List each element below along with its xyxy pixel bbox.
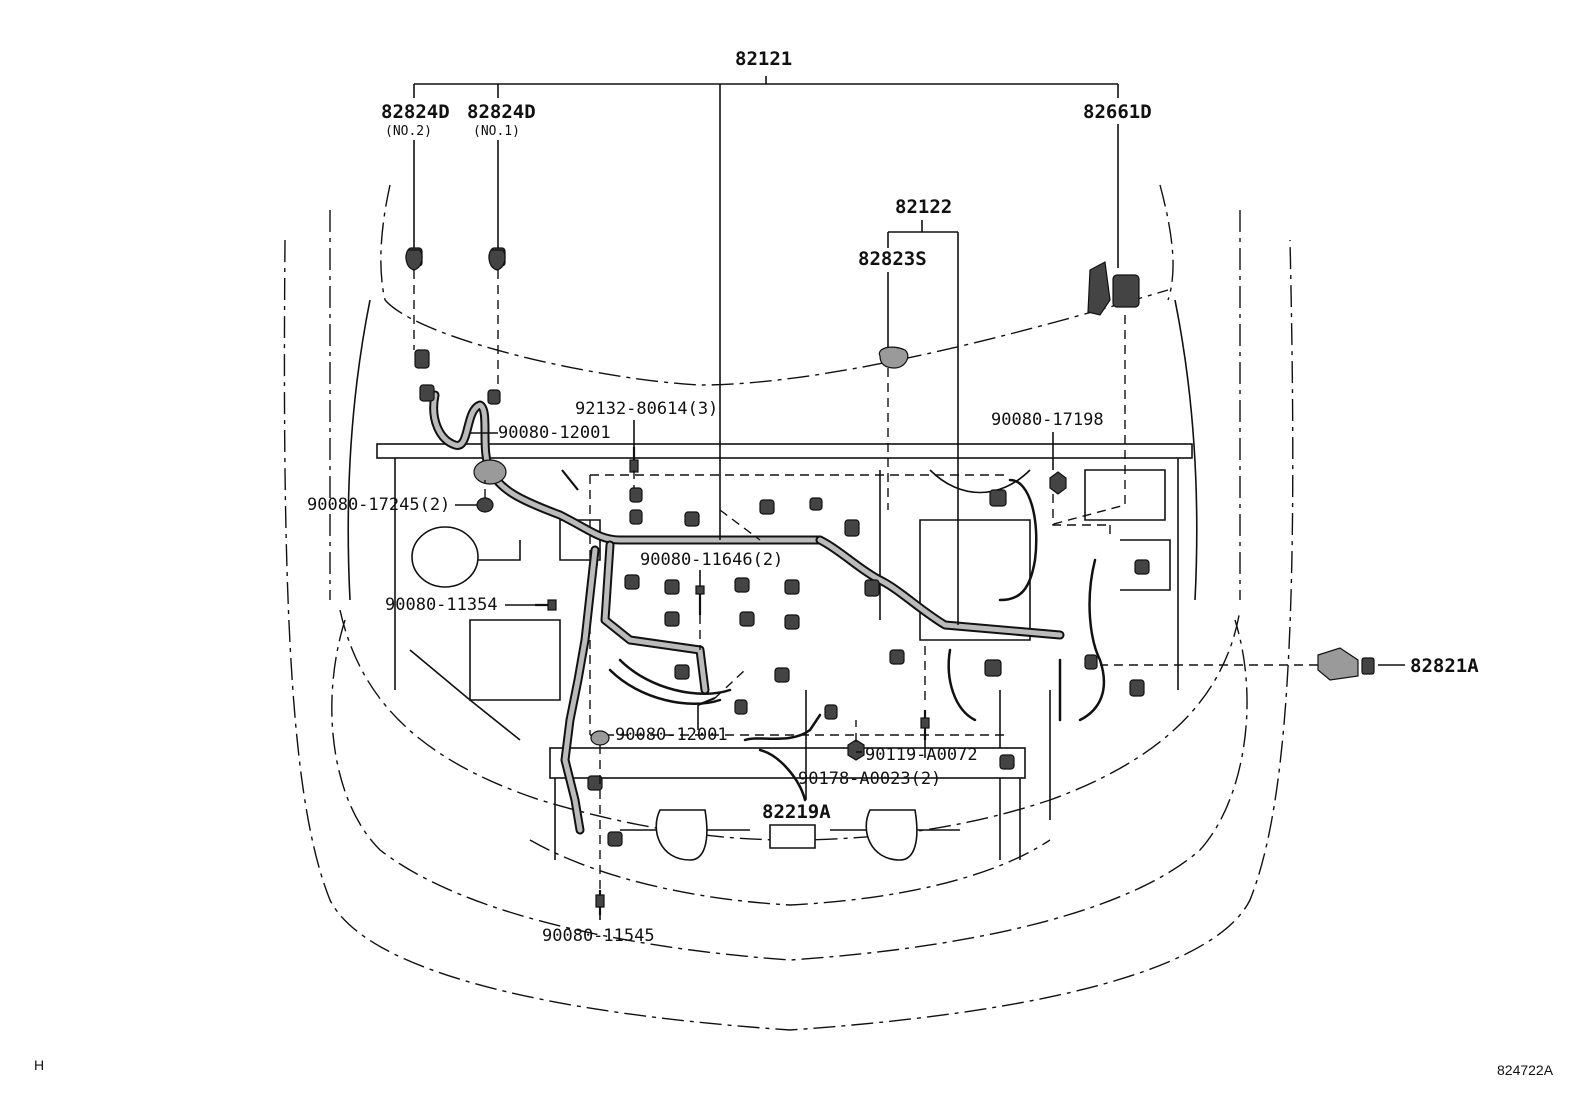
- label-82219a: 82219A: [762, 801, 831, 823]
- horn-connector-center: [769, 824, 816, 849]
- leader-lines: [413, 76, 1405, 920]
- figure-id: 824722A: [1497, 1062, 1554, 1078]
- radiator-support: [549, 747, 1026, 860]
- label-90119-a0072: 90119-A0072: [865, 745, 978, 765]
- label-90080-17245: 90080-17245(2): [307, 495, 450, 515]
- label-82121: 82121: [735, 48, 792, 70]
- label-90080-11354: 90080-11354: [385, 595, 498, 615]
- fuse-box-area: [879, 469, 1171, 860]
- label-82824d-no1-note: (NO.1): [473, 124, 520, 139]
- label-90080-11646: 90080-11646(2): [640, 550, 783, 570]
- nut-90080-17198-icon: [1049, 471, 1067, 495]
- label-90080-12001-bottom: 90080-12001: [615, 725, 728, 745]
- label-82661d: 82661D: [1083, 101, 1152, 123]
- dashed-reference-lines: [413, 270, 1318, 890]
- relay-block-82661d-icon: [1087, 261, 1140, 316]
- clamp-82824d-no2-icon: [405, 249, 423, 271]
- corner-mark-h: H: [34, 1057, 44, 1073]
- label-92132-80614: 92132-80614(3): [575, 399, 718, 419]
- bolt-90080-11545-icon: [595, 890, 605, 915]
- label-90178-a0023: 90178-A0023(2): [798, 769, 941, 789]
- cover-82823s-icon: [878, 346, 909, 369]
- grommet-lower-left-icon: [590, 730, 610, 746]
- horn-left: [655, 809, 708, 861]
- bracket-82821a-icon: [1317, 647, 1375, 681]
- part-labels: 82121 82824D (NO.2) 82824D (NO.1) 82661D…: [307, 48, 1479, 946]
- label-90080-11545: 90080-11545: [542, 926, 655, 946]
- label-82824d-no1: 82824D: [467, 101, 536, 123]
- horn-right: [865, 809, 918, 861]
- clip-90080-12001-top-icon: [561, 469, 579, 491]
- clamp-82824d-no1-icon: [488, 249, 506, 271]
- bolt-90080-11354-icon: [535, 599, 557, 611]
- label-82823s: 82823S: [858, 248, 927, 270]
- nut-90178-a0023-icon: [847, 739, 865, 761]
- label-82824d-no2: 82824D: [381, 101, 450, 123]
- label-90080-17198: 90080-17198: [991, 410, 1104, 430]
- grommet-90080-17245-icon: [476, 497, 494, 513]
- grommet-large-icon: [473, 459, 507, 485]
- label-90080-12001-top: 90080-12001: [498, 423, 611, 443]
- bolt-90119-a0072-icon: [920, 710, 930, 740]
- clip-90080-12001-bottom-icon: [697, 696, 716, 707]
- main-wire-harness: [429, 390, 1106, 835]
- label-82122: 82122: [895, 196, 952, 218]
- label-82821a: 82821A: [1410, 655, 1479, 677]
- bolt-90080-11646-icon: [695, 585, 705, 615]
- battery-area: [409, 519, 601, 741]
- label-82824d-no2-note: (NO.2): [385, 124, 432, 139]
